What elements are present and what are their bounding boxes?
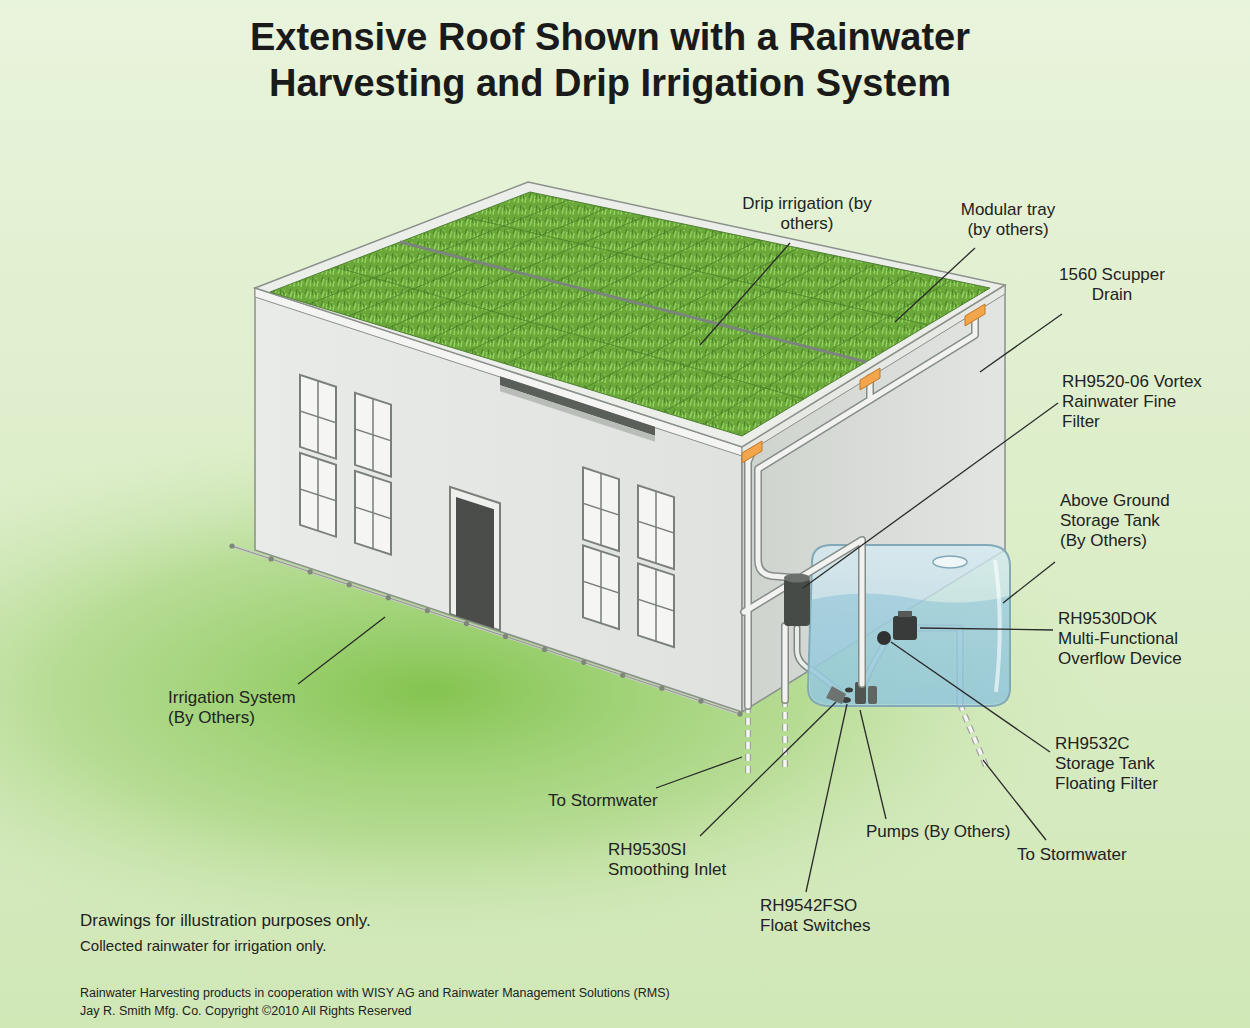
leader-line xyxy=(1003,562,1055,603)
leader-lines xyxy=(298,243,1062,892)
floating-filter xyxy=(877,631,891,645)
leader-line xyxy=(895,248,975,322)
overflow-device xyxy=(898,611,912,617)
label-slot: RH9530SI Smoothing Inlet xyxy=(608,840,736,880)
storage-tank xyxy=(808,545,1010,706)
emitter xyxy=(698,698,703,703)
leader-line xyxy=(700,702,836,836)
scupper xyxy=(742,304,985,463)
label-slot: 1560 Scupper Drain xyxy=(1048,265,1176,305)
leader-line xyxy=(860,710,886,819)
emitter xyxy=(659,686,664,691)
leader-line xyxy=(891,642,1050,752)
label-slot: RH9532C Storage Tank Floating Filter xyxy=(1055,734,1173,794)
credit-line: Rainwater Harvesting products in coopera… xyxy=(80,986,670,1001)
callout-label: RH9530SI Smoothing Inlet xyxy=(608,840,736,880)
float-switch xyxy=(845,688,853,693)
green-roof xyxy=(270,192,990,436)
label-slot: Pumps (By Others) xyxy=(866,822,1011,842)
scupper-drain xyxy=(965,304,985,326)
callout-label: RH9520-06 Vortex Rainwater Fine Filter xyxy=(1062,372,1202,432)
irrigation-pipe xyxy=(232,546,740,714)
tank-body xyxy=(808,545,1010,706)
filter-top xyxy=(784,574,810,583)
label-slot: RH9542FSO Float Switches xyxy=(760,896,882,936)
label-slot: Collected rainwater for irrigation only. xyxy=(80,937,327,955)
callout-label: 1560 Scupper Drain xyxy=(1048,265,1176,305)
window-mullion xyxy=(300,375,674,647)
pump xyxy=(868,686,877,704)
emitter xyxy=(581,660,586,665)
tray-grid xyxy=(309,200,951,424)
credit-line: Jay R. Smith Mfg. Co. Copyright ©2010 Al… xyxy=(80,1004,412,1019)
window xyxy=(300,375,674,647)
irrigation-pipe xyxy=(232,546,740,714)
overflow-device xyxy=(893,616,917,640)
door xyxy=(456,497,494,628)
emitter xyxy=(503,634,508,639)
label-slot: RH9530DOK Multi-Functional Overflow Devi… xyxy=(1058,609,1198,669)
leader-line xyxy=(803,403,1058,588)
tray-seam xyxy=(465,217,928,325)
drip-line xyxy=(400,242,866,362)
label-slot: Drip irrigation (by others) xyxy=(740,194,874,234)
emitter xyxy=(308,569,313,574)
callout-label: To Stormwater xyxy=(1017,845,1127,865)
note: Drawings for illustration purposes only. xyxy=(80,911,371,931)
leader-line xyxy=(700,243,790,345)
callout-label: RH9542FSO Float Switches xyxy=(760,896,882,936)
irrigation-line xyxy=(229,543,742,716)
tank-water xyxy=(810,593,1009,704)
emitter xyxy=(620,673,625,678)
label-slot: Modular tray (by others) xyxy=(948,200,1068,240)
callout-label: RH9530DOK Multi-Functional Overflow Devi… xyxy=(1058,609,1198,669)
emitter xyxy=(425,608,430,613)
callout-label: Drip irrigation (by others) xyxy=(740,194,874,234)
leader-line xyxy=(980,314,1062,372)
emitter xyxy=(229,543,742,716)
note: Collected rainwater for irrigation only. xyxy=(80,937,327,955)
callout-label: Modular tray (by others) xyxy=(948,200,1068,240)
emitter xyxy=(386,595,391,600)
scupper-drain xyxy=(860,368,880,390)
callout-label: Irrigation System (By Others) xyxy=(168,688,306,728)
downpipes xyxy=(744,317,975,706)
eave-vent xyxy=(500,376,655,436)
tank-highlight xyxy=(995,560,1000,692)
emitter xyxy=(542,647,547,652)
label-slot: Jay R. Smith Mfg. Co. Copyright ©2010 Al… xyxy=(80,1004,412,1019)
door-frame xyxy=(450,487,500,630)
label-slot: To Stormwater xyxy=(548,791,658,811)
leader-line xyxy=(298,617,385,684)
label-slot: Drawings for illustration purposes only. xyxy=(80,911,371,931)
emitter xyxy=(229,543,234,548)
eave-vent xyxy=(500,385,655,442)
leader-line xyxy=(806,704,847,892)
title-slot: Extensive Roof Shown with a Rainwater Ha… xyxy=(240,14,980,106)
pipe xyxy=(744,317,975,706)
label-slot: RH9520-06 Vortex Rainwater Fine Filter xyxy=(1062,372,1202,432)
vortex-filter xyxy=(784,574,810,627)
title: Extensive Roof Shown with a Rainwater Ha… xyxy=(240,14,980,106)
callout-label: Pumps (By Others) xyxy=(866,822,1011,842)
callout-label: To Stormwater xyxy=(548,791,658,811)
scupper-drain xyxy=(742,441,762,463)
label-slot: Above Ground Storage Tank (By Others) xyxy=(1060,491,1178,551)
emitter xyxy=(464,621,469,626)
callout-label: Above Ground Storage Tank (By Others) xyxy=(1060,491,1178,551)
smoothing-inlet xyxy=(826,686,846,704)
emitter xyxy=(347,582,352,587)
pipe xyxy=(744,317,975,706)
label-slot: Irrigation System (By Others) xyxy=(168,688,306,728)
leader-line xyxy=(920,628,1053,630)
leader-line xyxy=(656,757,742,788)
emitter xyxy=(268,556,273,561)
emitter xyxy=(737,711,742,716)
label-slot: Rainwater Harvesting products in coopera… xyxy=(80,986,670,1001)
tank-lid xyxy=(933,556,967,568)
label-slot: To Stormwater xyxy=(1017,845,1127,865)
callout-label: RH9532C Storage Tank Floating Filter xyxy=(1055,734,1173,794)
